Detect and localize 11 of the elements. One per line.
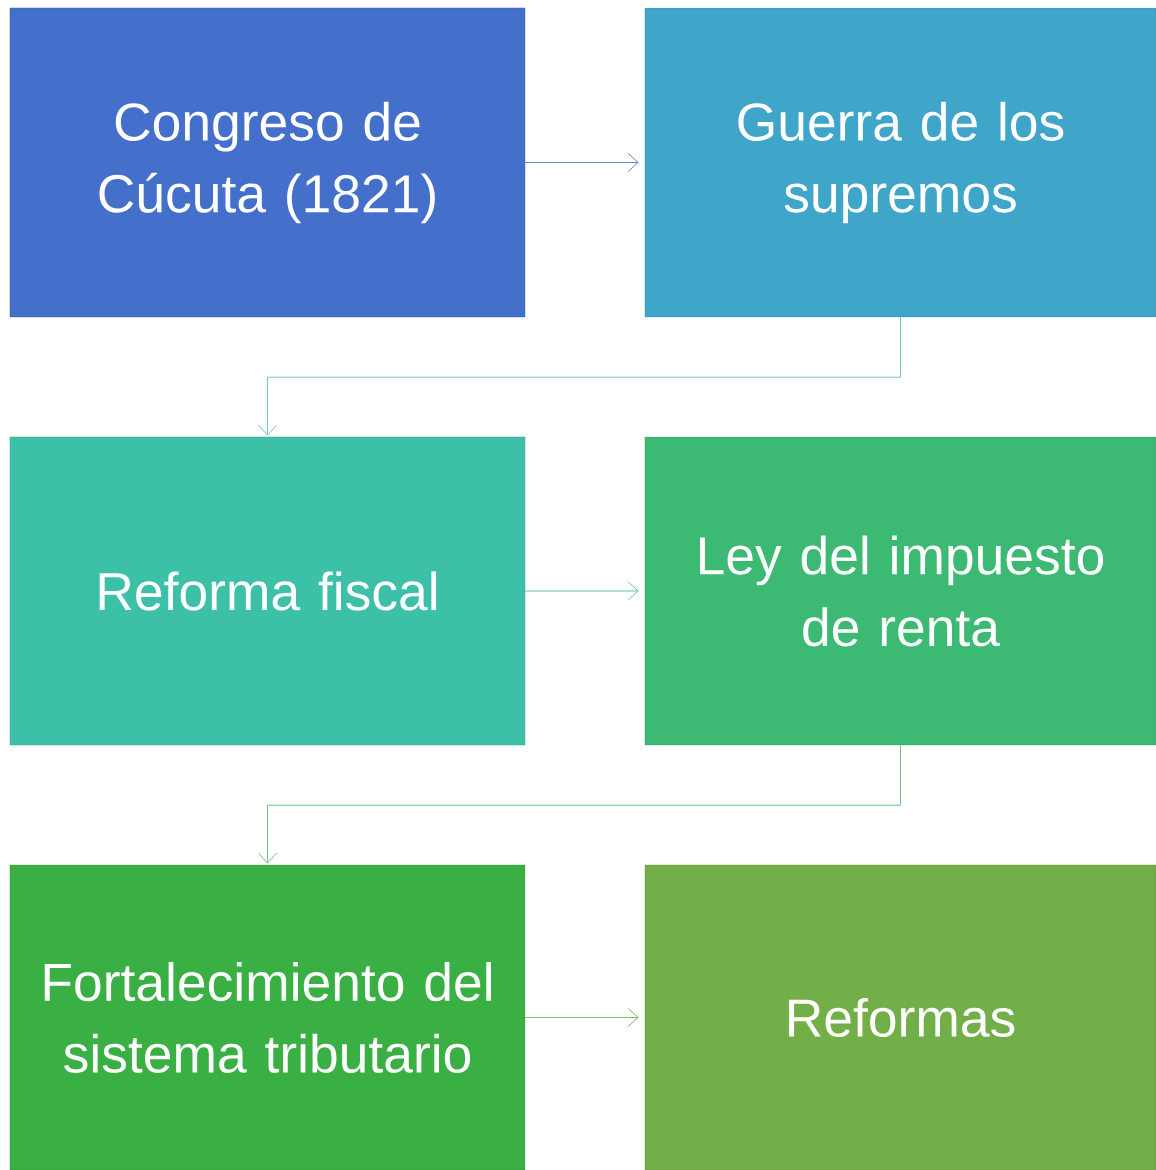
process-box: Guerra de los supremos [644, 7, 1156, 318]
process-box: Congreso de Cúcuta (1821) [9, 7, 526, 318]
arrow [524, 1008, 639, 1027]
process-box: Reforma fiscal [9, 436, 526, 746]
arrow [524, 581, 639, 601]
arrow [258, 316, 901, 436]
arrow [258, 744, 901, 864]
process-box: Reformas [644, 864, 1156, 1170]
arrow [524, 153, 639, 172]
process-box: Ley del impuesto de renta [644, 436, 1156, 746]
process-box: Fortalecimiento del sistema tributario [9, 864, 526, 1170]
